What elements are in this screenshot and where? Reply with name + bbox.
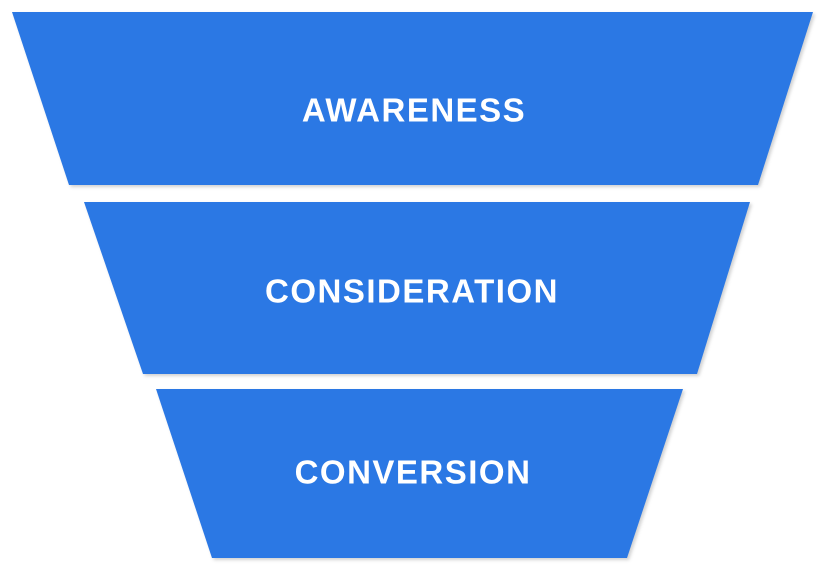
funnel-stage-conversion: CONVERSION xyxy=(156,389,683,558)
funnel-stage-conversion-shape xyxy=(156,389,683,558)
funnel-stage-consideration-shape xyxy=(84,202,750,374)
funnel-stage-consideration: CONSIDERATION xyxy=(84,202,750,374)
funnel-stage-awareness: AWARENESS xyxy=(12,12,813,185)
funnel-stage-awareness-shape xyxy=(12,12,813,185)
funnel-stage-consideration-label: CONSIDERATION xyxy=(265,273,559,310)
funnel-stage-conversion-label: CONVERSION xyxy=(295,454,532,491)
funnel-stage-awareness-label: AWARENESS xyxy=(302,92,526,129)
